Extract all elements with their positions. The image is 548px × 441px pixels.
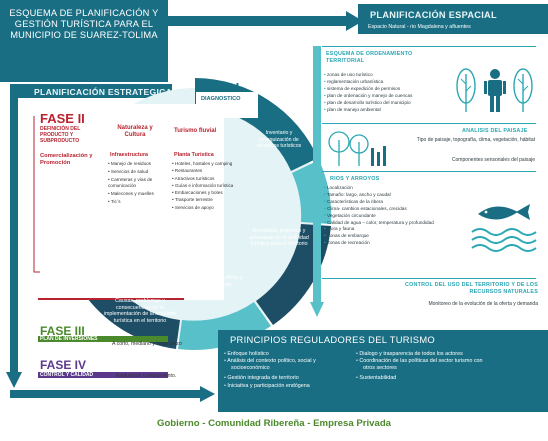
fase4-subtitle: CONTROL Y CALIDAD	[40, 372, 94, 378]
fase2-subtitle: DEFINICIÓN DEL PRODUCTO Y SUBPRODUCTO	[40, 126, 81, 144]
paisaje-text2: Componentes sensoriales del paisaje	[451, 157, 535, 163]
turismo-fluvial-label: Turismo fluvial	[174, 128, 217, 134]
page-title: ESQUEMA DE PLANIFICACIÓN Y GESTIÓN TURÍS…	[9, 8, 159, 40]
planta-turistica-title: Planta Turística	[174, 152, 214, 158]
ordenamiento-title: ESQUEMA DE ORDENAMIENTO TERRITORIAL	[326, 51, 413, 64]
infraestructura-title: Infraestructura	[110, 152, 149, 158]
analisis-text: Análisis de la oferta y la demanda	[192, 275, 243, 288]
segment-inventario	[292, 160, 332, 224]
fase3-note: A corto, mediano y largo plazo	[112, 341, 182, 347]
rios-list: Localización Tamaño: largo, ancho y caud…	[324, 185, 434, 247]
rios-title: RIOS Y ARROYOS	[330, 176, 380, 182]
paisaje-text1: Tipo de paisaje, topografía, clima, vege…	[416, 137, 535, 143]
espacial-header	[358, 4, 548, 34]
landscape-icon	[328, 131, 386, 166]
fase1-title: FASE I	[198, 80, 240, 95]
fase4-title: FASE IV	[40, 358, 87, 372]
planta-turistica-list: • Hoteles, hostales y camping • Restaura…	[172, 161, 234, 210]
fish-waves-icon	[471, 204, 537, 252]
right-down-arrow	[310, 46, 324, 317]
divider-1	[322, 46, 536, 47]
divider-4	[322, 278, 536, 279]
fase2-title: FASE II	[40, 111, 85, 126]
fase3-subtitle: PLAN DE INVERSIONES	[40, 336, 98, 342]
tree-person-icon	[456, 68, 533, 112]
top-arrow	[168, 11, 363, 31]
segment-beneficios	[256, 224, 331, 325]
footer-actors: Gobierno - Comunidad Ribereña - Empresa …	[156, 418, 392, 429]
inventario-text: Inventario y jerarquización de atractivo…	[256, 130, 302, 149]
control-text: Monitoreo de la evolución de la oferta y…	[428, 301, 538, 307]
divider-2	[322, 123, 536, 124]
ordenamiento-list: zonas de uso turístico reglamentación ur…	[324, 72, 412, 113]
fase1-subtitle: DIAGNOSTICO	[201, 96, 241, 102]
principios-title: PRINCIPIOS REGULADORES DEL TURISMO	[230, 334, 436, 345]
estrategica-band	[12, 84, 172, 98]
divider-3	[322, 171, 536, 172]
estrategica-title: PLANIFICACIÓN ESTRATEGICA	[34, 87, 173, 97]
bottom-arrow	[10, 386, 215, 402]
participacion-text: Participación de la comunidad	[47, 247, 89, 260]
infraestructura-list: • Manejo de residuos • Servicios de salu…	[108, 161, 154, 204]
espacial-title: PLANIFICACIÓN ESPACIAL	[370, 10, 497, 20]
naturaleza-label: Naturaleza y Cultura	[117, 125, 153, 138]
principios-col1: Enfoque holístico Análisis del contexto …	[224, 350, 346, 390]
title-box: ESQUEMA DE PLANIFICACIÓN Y GESTIÓN TURÍS…	[0, 0, 168, 82]
causas-text: Causas, problemas y consecuencias de la …	[103, 298, 177, 325]
comercializacion-label: Comercialización y Promoción	[40, 153, 93, 166]
fase3-title: FASE III	[40, 324, 85, 338]
left-down-arrow	[6, 84, 22, 388]
beneficios-text: Beneficios, impactos y amenazas de la ac…	[249, 228, 309, 248]
fase4-note: Evaluación y seguimiento.	[116, 373, 177, 379]
principios-col2: Dialogo y trasparencia de todos los acto…	[356, 350, 488, 382]
espacial-subtitle: Espacio Natural - rio Magdalena y afluen…	[368, 24, 471, 30]
paisaje-title: ANALISIS DEL PAISAJE	[462, 128, 528, 134]
control-title: CONTROL DEL USO DEL TERRITORIO Y DE LOS …	[405, 282, 538, 295]
